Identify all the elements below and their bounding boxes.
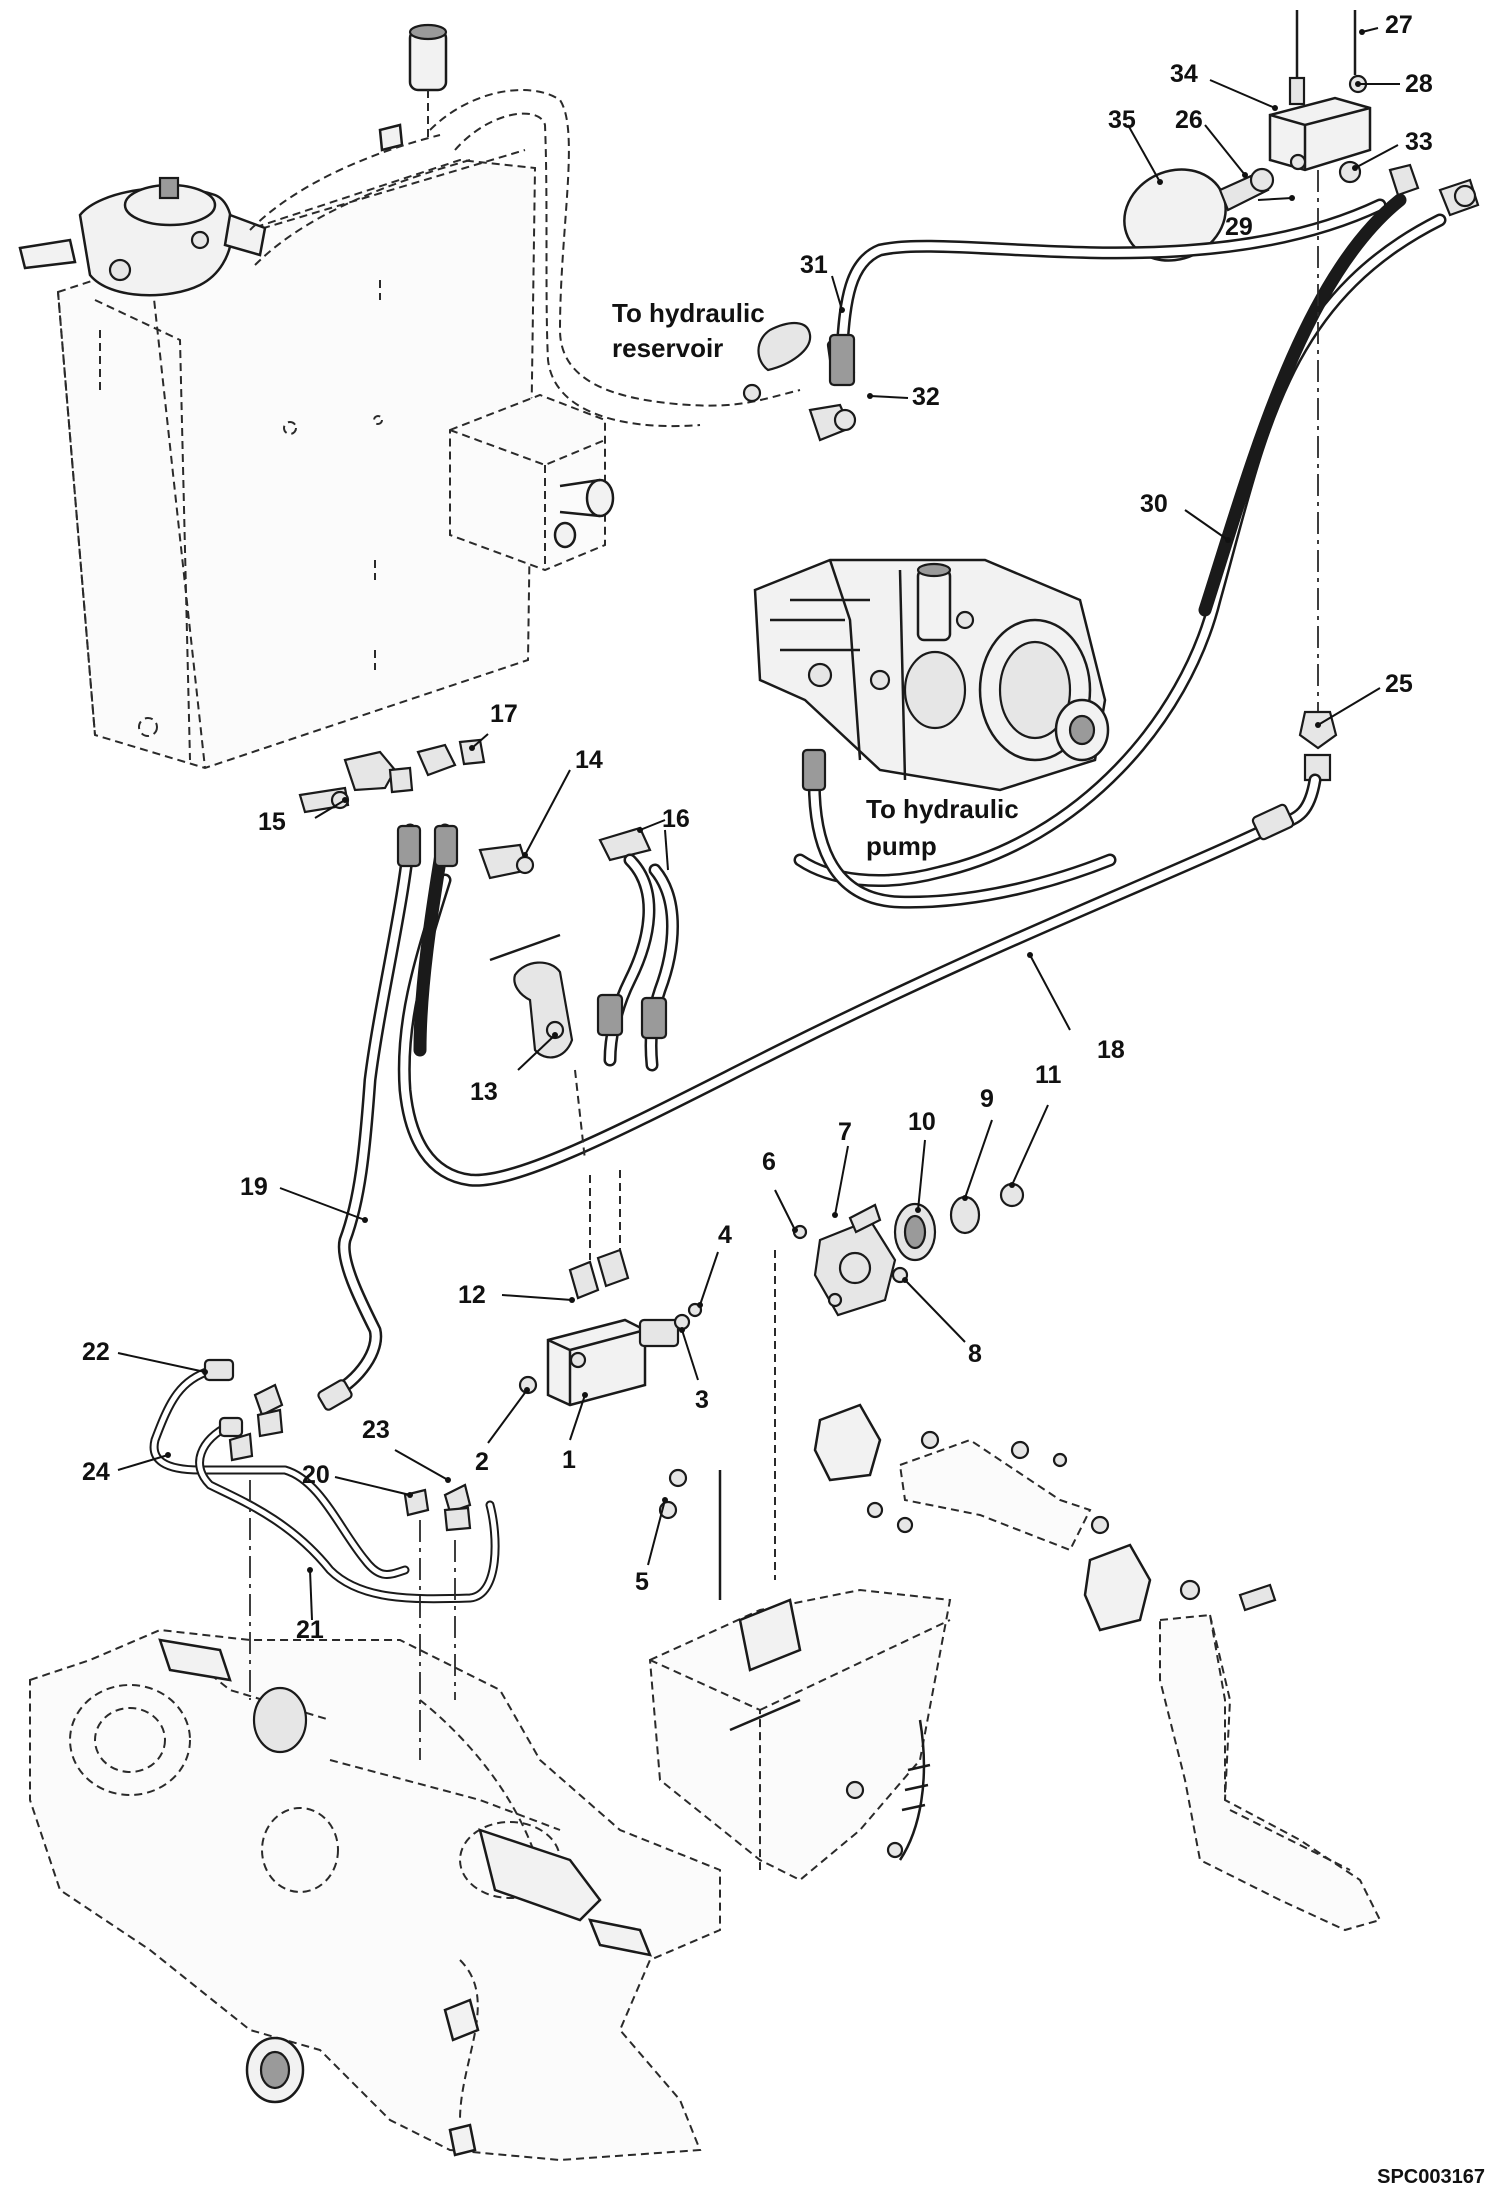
- callout-17: 17: [490, 700, 518, 728]
- callout-11: 11: [1035, 1061, 1062, 1089]
- callout-26: 26: [1175, 106, 1203, 134]
- callout-20: 20: [302, 1461, 330, 1489]
- callout-22: 22: [82, 1338, 110, 1366]
- fittings-15-17: [298, 738, 486, 814]
- callout-30: 30: [1140, 490, 1168, 518]
- callout-9: 9: [980, 1085, 994, 1113]
- callout-2: 2: [475, 1448, 489, 1476]
- callout-33: 33: [1405, 128, 1433, 156]
- callout-25: 25: [1385, 670, 1413, 698]
- accumulator: [1123, 167, 1275, 262]
- hose-18: [397, 773, 1322, 1187]
- callout-21: 21: [296, 1616, 324, 1644]
- callout-13: 13: [470, 1078, 498, 1106]
- accumulator-valve-block: [1268, 10, 1372, 184]
- reservoir-filler-assembly: [18, 176, 267, 297]
- fitting-14: [478, 826, 652, 880]
- callout-6: 6: [762, 1148, 776, 1176]
- hose-31: [828, 198, 1387, 387]
- pedal-mount-parts: [774, 1182, 1025, 1580]
- callout-4: 4: [718, 1221, 732, 1249]
- callout-8: 8: [968, 1340, 982, 1368]
- document-id: SPC003167: [1377, 2166, 1485, 2188]
- annotations: To hydraulic reservoir To hydraulic pump…: [612, 298, 1485, 2188]
- hose-to-pump: [801, 748, 1117, 909]
- callout-35: 35: [1108, 106, 1136, 134]
- callout-15: 15: [258, 808, 286, 836]
- callout-18: 18: [1097, 1036, 1125, 1064]
- brake-tubes: [149, 1358, 500, 1604]
- reservoir-breather-cylinder: [378, 23, 448, 152]
- callout-5: 5: [635, 1568, 649, 1596]
- callout-31: 31: [800, 251, 828, 279]
- callout-10: 10: [908, 1108, 936, 1136]
- callout-34: 34: [1170, 60, 1198, 88]
- hose-30: [793, 193, 1447, 887]
- pedal-bracket: [648, 1468, 952, 1882]
- annotation-pump-line2: pump: [866, 831, 937, 861]
- callout-23: 23: [362, 1416, 390, 1444]
- callout-19: 19: [240, 1173, 268, 1201]
- hose-19: [317, 823, 459, 1411]
- callout-29: 29: [1225, 213, 1253, 241]
- drive-axle-assembly: [29, 1480, 721, 2162]
- callout-27: 27: [1385, 11, 1413, 39]
- parts-artwork: [18, 10, 1480, 2162]
- elbow-fittings-top-right: [1388, 163, 1480, 217]
- callout-labels: 27 28 34 26 35 33 29 31 32 30 25 17 14 1…: [82, 11, 1433, 1644]
- callout-24: 24: [82, 1458, 110, 1486]
- annotation-reservoir-line2: reservoir: [612, 333, 723, 363]
- callout-12: 12: [458, 1281, 486, 1309]
- callout-14: 14: [575, 746, 603, 774]
- callout-3: 3: [695, 1386, 709, 1414]
- fitting-25: [1298, 170, 1338, 782]
- reservoir-return-pipe: [249, 89, 801, 428]
- callout-7: 7: [838, 1118, 852, 1146]
- annotation-pump-line1: To hydraulic: [866, 794, 1019, 824]
- callout-32: 32: [912, 383, 940, 411]
- callout-16: 16: [662, 805, 690, 833]
- annotation-reservoir-line1: To hydraulic: [612, 298, 765, 328]
- brake-pedal-arm: [1159, 1613, 1382, 1932]
- brake-valve-assembly: [518, 1170, 703, 1407]
- hose-16: [596, 853, 679, 1072]
- hydraulic-cooler-block: [449, 393, 615, 572]
- callout-1: 1: [562, 1446, 576, 1474]
- callout-28: 28: [1405, 70, 1433, 98]
- hydraulic-pump-illustration: [753, 558, 1110, 792]
- leader-lines: [117, 27, 1400, 1621]
- fitting-13: [489, 933, 586, 1161]
